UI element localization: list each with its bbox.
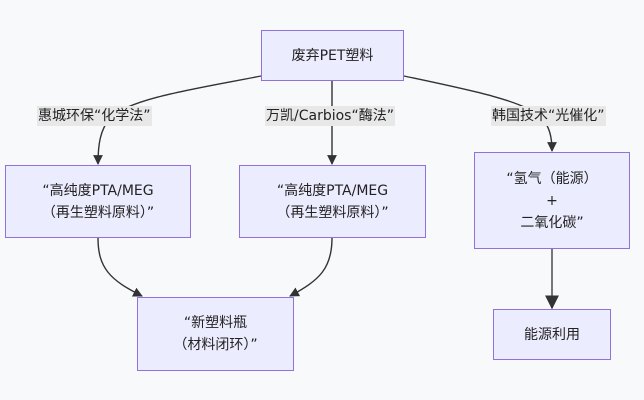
node-hydrogen: “氢气（能源） + 二氧化碳” [474,152,630,249]
node-waste-pet-text: 废弃PET塑料 [291,47,374,64]
node-new-bottle-line-1: “新塑料瓶 [183,315,248,331]
node-pta-carbios: “高纯度PTA/MEG （再生塑料原料）” [239,165,426,238]
node-pta-carbios-line-2: （再生塑料原料）” [276,204,389,221]
node-pta-huicheng: “高纯度PTA/MEG （再生塑料原料）” [5,165,191,238]
node-hydrogen-line-2: + [546,192,558,209]
node-waste-pet: 废弃PET塑料 [261,30,404,81]
edge-label-enzyme-method: 万凯/Carbios“酶法” [265,106,395,126]
edge-pta-carbios-to-new-bottle [289,237,333,297]
node-new-bottle: “新塑料瓶 （材料闭环）” [137,297,294,371]
edge-label-chemical-method: 惠城环保“化学法” [37,106,152,126]
node-pta-huicheng-line-1: “高纯度PTA/MEG [42,182,154,199]
node-pta-huicheng-line-2: （再生塑料原料）” [41,204,155,221]
node-pta-carbios-line-1: “高纯度PTA/MEG [276,182,389,199]
edge-label-photocatalysis: 韩国技术“光催化” [491,106,606,126]
node-hydrogen-line-3: 二氧化碳” [520,214,584,231]
edge-pta-huicheng-to-new-bottle [97,237,143,297]
node-energy-use: 能源利用 [493,309,611,360]
node-hydrogen-line-1: “氢气（能源） [506,170,598,187]
node-new-bottle-line-2: （材料闭环）” [173,337,258,353]
node-energy-use-text: 能源利用 [524,326,580,343]
